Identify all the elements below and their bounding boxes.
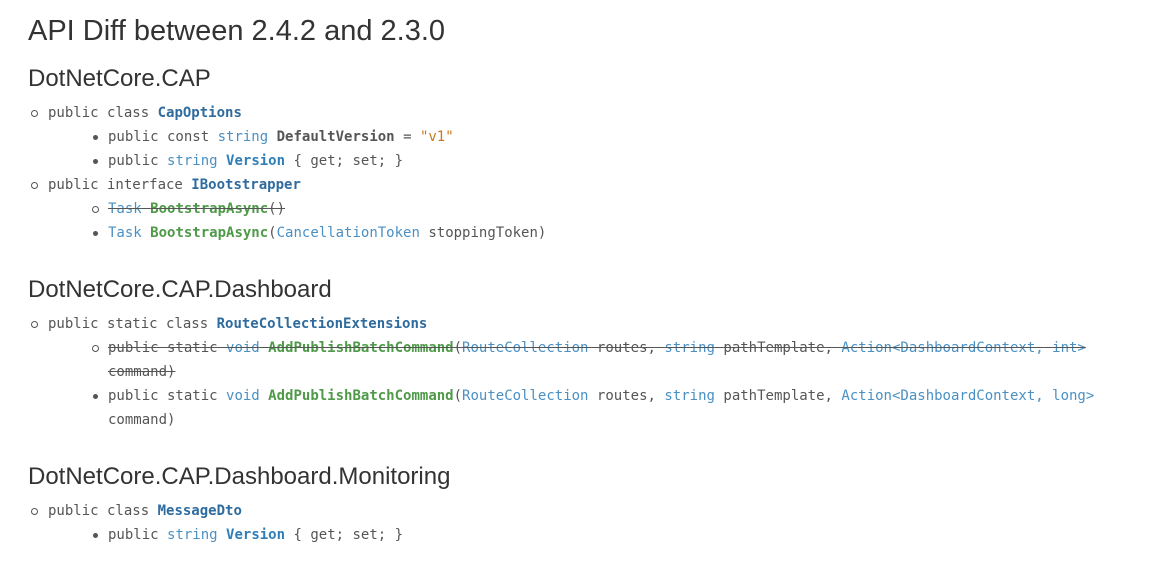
member-name: Version	[226, 527, 286, 543]
param-type: RouteCollection	[462, 388, 589, 404]
member-name: Version	[226, 153, 286, 169]
member-accessors: { get; set; }	[293, 153, 404, 169]
param-name: command)	[108, 412, 176, 428]
member-type: string	[167, 153, 218, 169]
type-item: public class MessageDto public string Ve…	[28, 499, 1162, 547]
removed-member-item: Task BootstrapAsync()	[48, 197, 1162, 221]
param-type-arg: long>	[1052, 388, 1095, 404]
member-name: BootstrapAsync	[150, 225, 269, 241]
member-open-paren: (	[453, 388, 463, 404]
type-modifiers: public class	[48, 503, 150, 519]
param-type-arg: int>	[1052, 340, 1086, 356]
member-modifiers: public	[108, 527, 159, 543]
type-item: public class CapOptions public const str…	[28, 101, 1162, 173]
member-modifiers: public const	[108, 129, 210, 145]
type-modifiers: public class	[48, 105, 150, 121]
member-item: Task BootstrapAsync(CancellationToken st…	[48, 221, 1162, 245]
member-list: public string Version { get; set; }	[48, 523, 1162, 547]
param-name: stoppingToken)	[428, 225, 547, 241]
page-title: API Diff between 2.4.2 and 2.3.0	[28, 15, 446, 47]
member-item: public const string DefaultVersion = "v1…	[48, 125, 1162, 149]
member-modifiers: public static	[108, 340, 218, 356]
member-type: Task	[108, 201, 142, 217]
member-accessors: { get; set; }	[293, 527, 404, 543]
member-type: void	[226, 388, 260, 404]
member-list: Task BootstrapAsync() Task BootstrapAsyn…	[48, 197, 1162, 245]
member-name: AddPublishBatchCommand	[268, 388, 454, 404]
member-operator: =	[403, 129, 412, 145]
param-name: routes,	[596, 388, 656, 404]
namespace-heading: DotNetCore.CAP	[28, 65, 211, 92]
param-name: pathTemplate,	[723, 340, 833, 356]
type-modifiers: public interface	[48, 177, 183, 193]
param-type: Action<DashboardContext,	[841, 340, 1044, 356]
type-item: public static class RouteCollectionExten…	[28, 312, 1162, 432]
member-list: public const string DefaultVersion = "v1…	[48, 125, 1162, 173]
member-name: BootstrapAsync	[150, 201, 269, 217]
param-type: string	[664, 340, 715, 356]
param-type: Action<DashboardContext,	[841, 388, 1044, 404]
param-type: string	[664, 388, 715, 404]
member-open-paren: (	[453, 340, 463, 356]
param-name: command)	[108, 364, 176, 380]
type-name: RouteCollectionExtensions	[216, 316, 428, 332]
member-name: DefaultVersion	[276, 129, 395, 145]
namespace-section: DotNetCore.CAP public class CapOptions p…	[28, 63, 1162, 245]
param-type: CancellationToken	[276, 225, 420, 241]
type-item: public interface IBootstrapper Task Boot…	[28, 173, 1162, 245]
member-type: string	[167, 527, 218, 543]
namespace-section: DotNetCore.CAP.Dashboard public static c…	[28, 274, 1162, 432]
namespace-heading: DotNetCore.CAP.Dashboard	[28, 276, 332, 303]
namespace-section: DotNetCore.CAP.Dashboard.Monitoring publ…	[28, 461, 1162, 547]
param-name: pathTemplate,	[723, 388, 833, 404]
member-item: public static void AddPublishBatchComman…	[48, 384, 1162, 432]
removed-member-item: public static void AddPublishBatchComman…	[48, 336, 1162, 384]
type-list: public class MessageDto public string Ve…	[28, 499, 1162, 547]
member-open-paren: (	[268, 225, 277, 241]
member-item: public string Version { get; set; }	[48, 523, 1162, 547]
member-type: void	[226, 340, 260, 356]
type-name: MessageDto	[157, 503, 242, 519]
member-modifiers: public	[108, 153, 159, 169]
member-params: ()	[268, 201, 286, 217]
param-name: routes,	[596, 340, 656, 356]
type-name: IBootstrapper	[191, 177, 301, 193]
member-type: Task	[108, 225, 142, 241]
member-list: public static void AddPublishBatchComman…	[48, 336, 1162, 432]
type-list: public class CapOptions public const str…	[28, 101, 1162, 245]
type-modifiers: public static class	[48, 316, 209, 332]
member-modifiers: public static	[108, 388, 218, 404]
type-name: CapOptions	[157, 105, 242, 121]
namespace-heading: DotNetCore.CAP.Dashboard.Monitoring	[28, 463, 451, 490]
member-name: AddPublishBatchCommand	[268, 340, 454, 356]
member-item: public string Version { get; set; }	[48, 149, 1162, 173]
member-type: string	[217, 129, 269, 145]
member-value: "v1"	[419, 129, 454, 145]
param-type: RouteCollection	[462, 340, 589, 356]
type-list: public static class RouteCollectionExten…	[28, 312, 1162, 432]
